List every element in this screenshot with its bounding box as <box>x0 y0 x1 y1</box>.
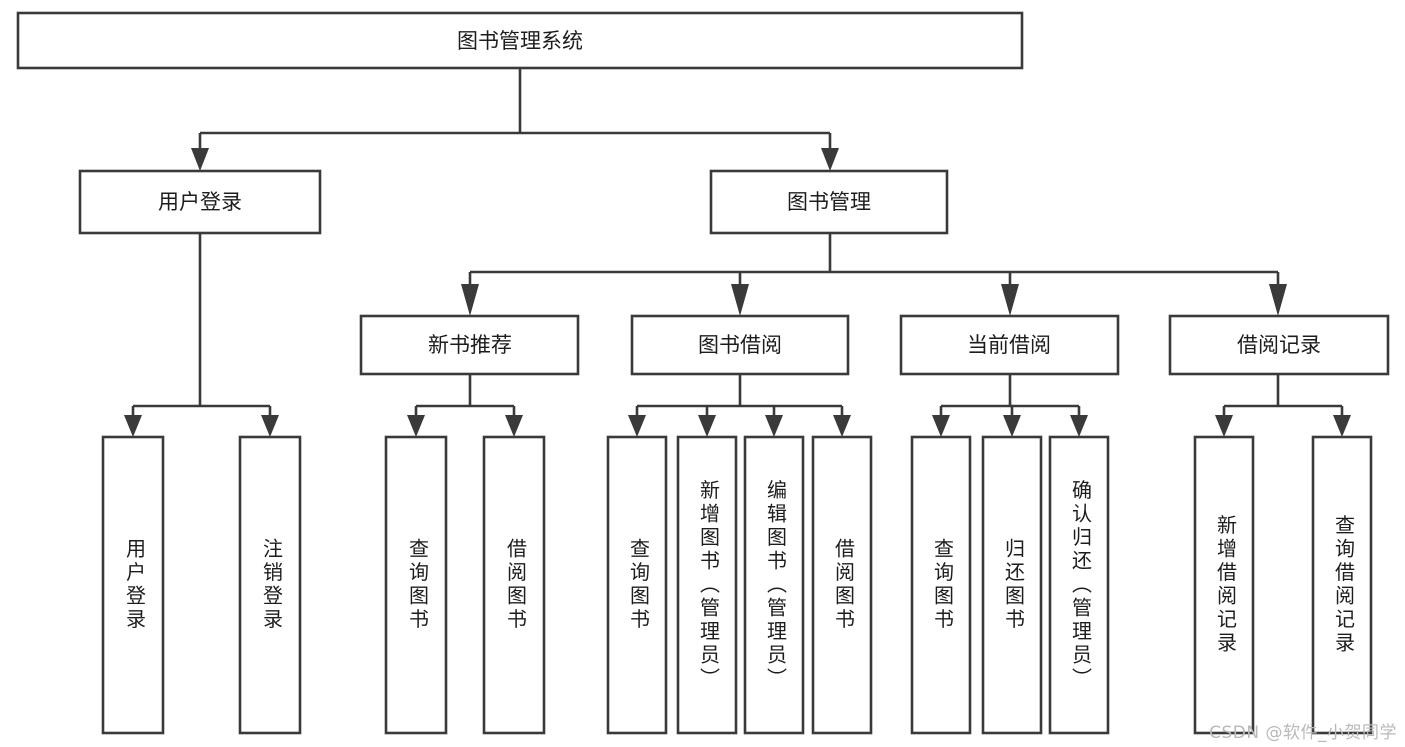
leaf-query-book-recommend-label: 查询图书 <box>406 538 430 632</box>
node-new-book-recommend[interactable]: 新书推荐 <box>359 314 580 376</box>
arrow-head-leaf-add-book-admin <box>698 415 716 437</box>
leaf-edit-book-admin[interactable]: 编辑图书（管理员） <box>743 435 805 735</box>
leaf-query-book-borrow-label: 查询图书 <box>627 538 651 632</box>
arrow-head-new-book-recommend <box>461 284 479 316</box>
node-borrow-record[interactable]: 借阅记录 <box>1168 314 1390 376</box>
leaf-user-login-label: 用户登录 <box>123 538 147 632</box>
leaf-borrow-book-recommend-label: 借阅图书 <box>504 538 528 632</box>
leaf-logout-login-label: 注销登录 <box>260 538 284 632</box>
arrow-head-leaf-query-borrow-record <box>1333 415 1351 437</box>
arrow-head-current-borrow <box>1001 284 1019 316</box>
node-user-login-box[interactable] <box>78 169 322 235</box>
leaf-edit-book-admin-label: 编辑图书（管理员） <box>764 479 788 691</box>
leaf-confirm-return-admin-label: 确认归还（管理员） <box>1069 479 1093 691</box>
arrow-head-leaf-edit-book-admin <box>765 415 783 437</box>
leaf-borrow-book-recommend-box[interactable] <box>482 435 546 735</box>
node-current-borrow-box[interactable] <box>899 314 1120 376</box>
arrow-head-leaf-query-book-current <box>932 415 950 437</box>
leaf-query-book-recommend[interactable]: 查询图书 <box>384 435 448 735</box>
leaf-return-book-label: 归还图书 <box>1002 538 1026 632</box>
arrow-head-leaf-confirm-return-admin <box>1070 415 1088 437</box>
node-borrow-record-label: 借阅记录 <box>1237 333 1321 357</box>
node-new-book-recommend-label: 新书推荐 <box>428 333 512 357</box>
leaf-borrow-book-label: 借阅图书 <box>832 538 856 632</box>
leaf-borrow-book-box[interactable] <box>811 435 873 735</box>
node-new-book-recommend-box[interactable] <box>359 314 580 376</box>
arrow-head-leaf-query-book-recommend <box>407 415 425 437</box>
leaf-query-borrow-record-box[interactable] <box>1311 435 1373 735</box>
node-root-label: 图书管理系统 <box>457 29 583 53</box>
leaf-query-book-current[interactable]: 查询图书 <box>910 435 972 735</box>
leaf-borrow-book[interactable]: 借阅图书 <box>811 435 873 735</box>
leaf-confirm-return-admin-box[interactable] <box>1048 435 1110 735</box>
arrow-head-leaf-borrow-book-recommend <box>505 415 523 437</box>
node-current-borrow[interactable]: 当前借阅 <box>899 314 1120 376</box>
leaf-add-borrow-record-box[interactable] <box>1193 435 1255 735</box>
leaf-query-book-borrow-box[interactable] <box>606 435 668 735</box>
leaf-query-book-recommend-box[interactable] <box>384 435 448 735</box>
leaf-user-login-box[interactable] <box>101 435 165 735</box>
arrow-head-book-borrow <box>731 284 749 316</box>
leaf-logout-login[interactable]: 注销登录 <box>238 435 302 735</box>
node-book-management-box[interactable] <box>709 169 949 235</box>
leaf-add-book-admin-label: 新增图书（管理员） <box>697 479 721 691</box>
leaf-query-borrow-record-label: 查询借阅记录 <box>1332 514 1356 655</box>
arrow-head-borrow-record <box>1269 284 1287 316</box>
node-book-management-label: 图书管理 <box>787 190 871 214</box>
node-book-borrow-box[interactable] <box>630 314 850 376</box>
node-book-borrow[interactable]: 图书借阅 <box>630 314 850 376</box>
arrow-head-leaf-borrow-book <box>833 415 851 437</box>
arrow-head-user-login <box>191 148 209 171</box>
leaf-return-book[interactable]: 归还图书 <box>981 435 1043 735</box>
leaf-user-login[interactable]: 用户登录 <box>101 435 165 735</box>
leaf-add-book-admin[interactable]: 新增图书（管理员） <box>676 435 738 735</box>
leaf-add-borrow-record[interactable]: 新增借阅记录 <box>1193 435 1255 735</box>
leaf-query-book-borrow[interactable]: 查询图书 <box>606 435 668 735</box>
node-user-login-label: 用户登录 <box>158 190 242 214</box>
node-book-management[interactable]: 图书管理 <box>709 169 949 235</box>
leaf-query-book-current-box[interactable] <box>910 435 972 735</box>
leaf-edit-book-admin-box[interactable] <box>743 435 805 735</box>
node-root-box[interactable] <box>16 11 1024 70</box>
arrow-head-leaf-logout-login <box>261 415 279 437</box>
leaf-query-book-current-label: 查询图书 <box>931 538 955 632</box>
leaf-query-borrow-record[interactable]: 查询借阅记录 <box>1311 435 1373 735</box>
leaf-return-book-box[interactable] <box>981 435 1043 735</box>
arrow-head-leaf-add-borrow-record <box>1215 415 1233 437</box>
leaf-borrow-book-recommend[interactable]: 借阅图书 <box>482 435 546 735</box>
arrow-head-leaf-return-book <box>1003 415 1021 437</box>
arrow-head-leaf-user-login <box>124 415 142 437</box>
node-borrow-record-box[interactable] <box>1168 314 1390 376</box>
node-current-borrow-label: 当前借阅 <box>967 333 1051 357</box>
node-root[interactable]: 图书管理系统 <box>16 11 1024 70</box>
node-user-login[interactable]: 用户登录 <box>78 169 322 235</box>
leaf-logout-login-box[interactable] <box>238 435 302 735</box>
arrow-head-book-management <box>821 148 839 171</box>
connector-layer <box>124 68 1351 437</box>
node-book-borrow-label: 图书借阅 <box>698 333 782 357</box>
arrow-head-leaf-query-book-borrow <box>628 415 646 437</box>
leaf-confirm-return-admin[interactable]: 确认归还（管理员） <box>1048 435 1110 735</box>
leaf-add-borrow-record-label: 新增借阅记录 <box>1214 514 1238 655</box>
leaf-add-book-admin-box[interactable] <box>676 435 738 735</box>
